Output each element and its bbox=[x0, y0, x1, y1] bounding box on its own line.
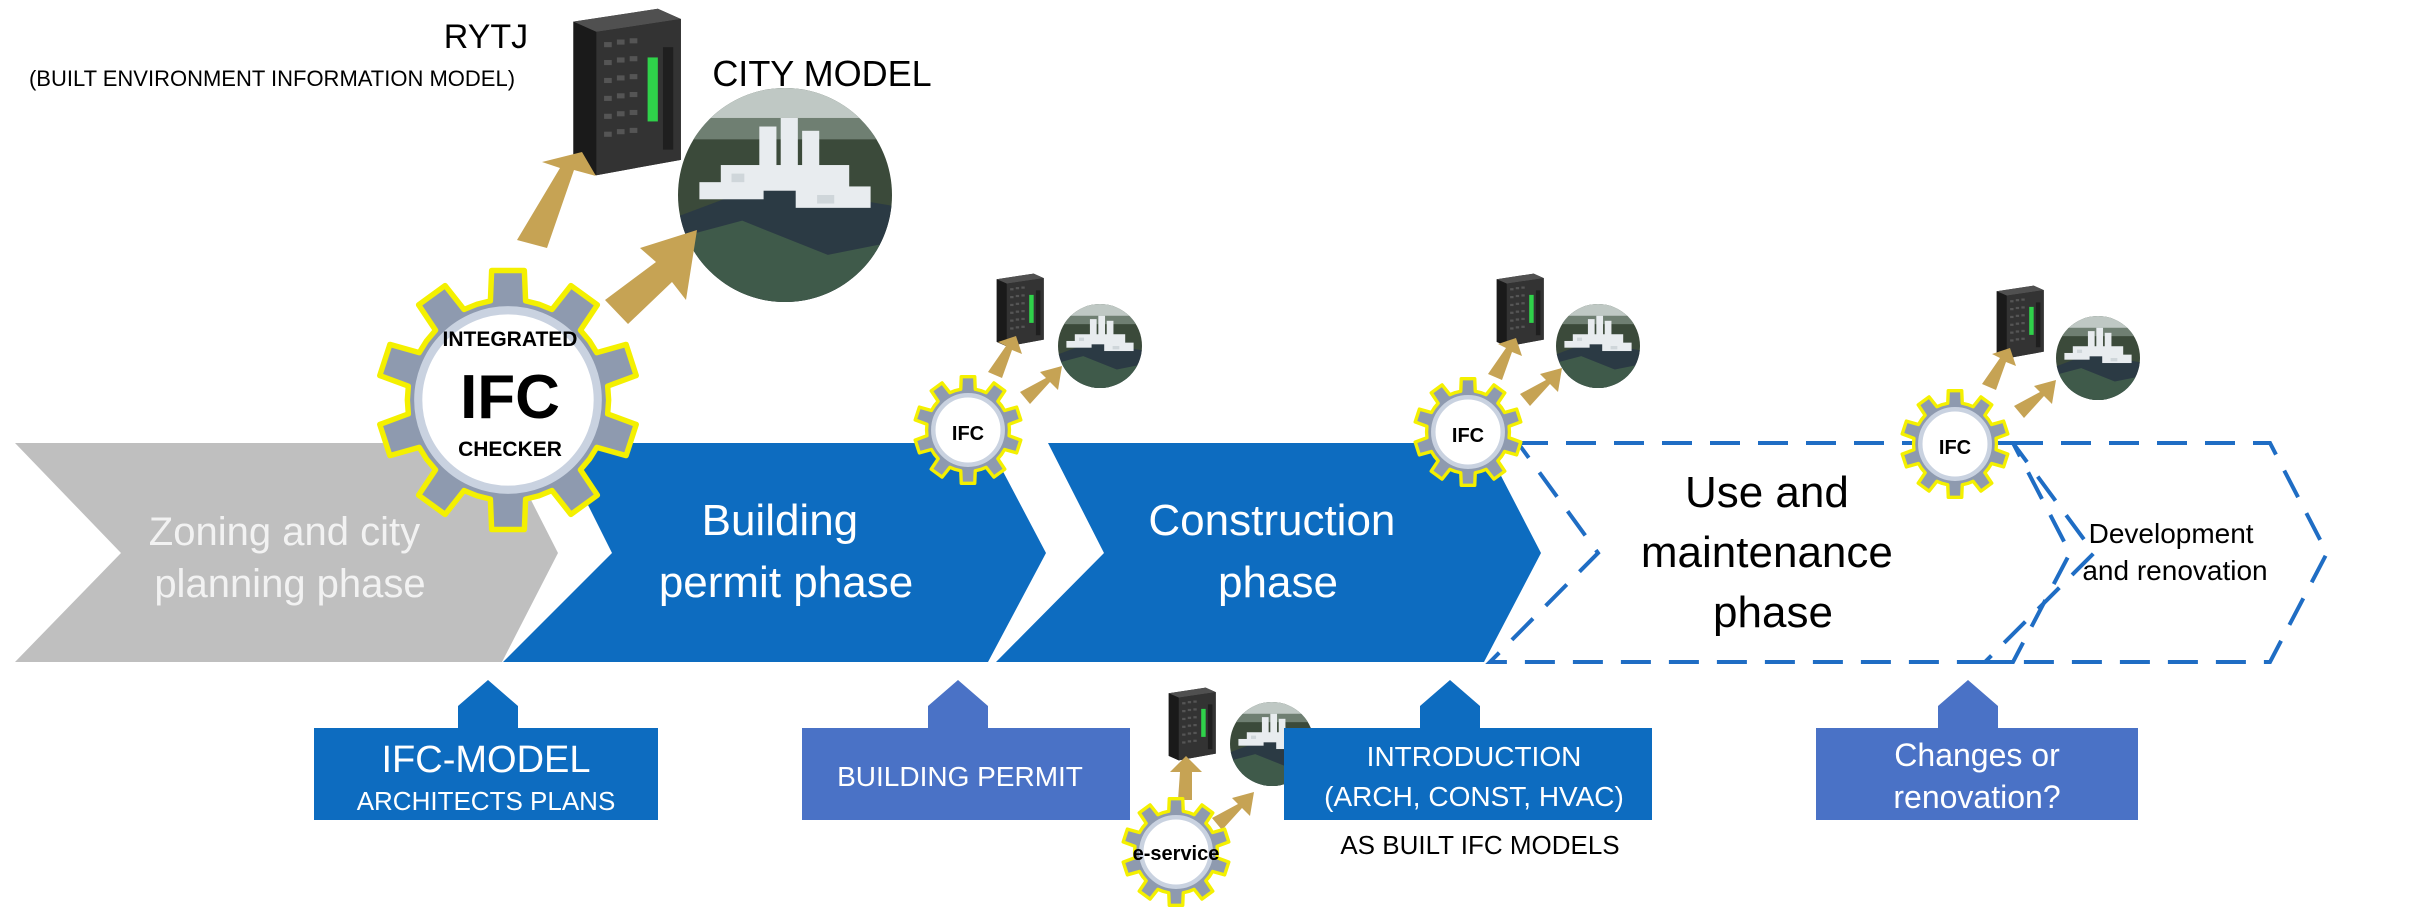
city-model-icon bbox=[2056, 316, 2140, 400]
arrow-to-rytj bbox=[517, 152, 596, 248]
gear-icon bbox=[1121, 796, 1231, 908]
callout-introduction bbox=[1284, 680, 1652, 820]
as-built-label: AS BUILT IFC MODELS bbox=[1340, 830, 1619, 860]
callout-building-permit bbox=[802, 680, 1130, 820]
gear-icon bbox=[913, 374, 1023, 486]
ifc-model-subtitle: ARCHITECTS PLANS bbox=[357, 786, 616, 816]
arrow-small bbox=[1170, 756, 1202, 800]
phase-label-permit: Building permit phase bbox=[659, 496, 913, 607]
phase-arrow-permit bbox=[503, 443, 1046, 662]
city-model-icon bbox=[678, 88, 892, 302]
building-permit-label: BUILDING PERMIT bbox=[837, 761, 1083, 792]
main-gear-line1: INTEGRATED bbox=[443, 328, 578, 351]
gear-label-eservice: e-service bbox=[1133, 843, 1220, 865]
arrow-small bbox=[1982, 348, 2016, 390]
phase-label-use: Use and maintenance phase bbox=[1641, 468, 1905, 637]
arrow-small bbox=[2014, 380, 2056, 418]
gear-label-construction: IFC bbox=[1452, 425, 1484, 447]
changes-line2: renovation? bbox=[1893, 779, 2060, 815]
arrow-small bbox=[1212, 792, 1254, 830]
arrow-to-city bbox=[605, 230, 697, 324]
main-gear-line2: IFC bbox=[460, 363, 560, 432]
arrow-small bbox=[1520, 368, 1562, 406]
arrow-small bbox=[988, 336, 1022, 378]
arrow-small bbox=[1020, 366, 1062, 404]
callout-ifc-model bbox=[314, 680, 658, 820]
arrow-small bbox=[1488, 338, 1522, 380]
introduction-line2: (ARCH, CONST, HVAC) bbox=[1324, 781, 1624, 812]
introduction-line1: INTRODUCTION bbox=[1367, 741, 1582, 772]
gear-icon bbox=[377, 267, 639, 533]
server-icon bbox=[573, 8, 681, 176]
main-gear-line3: CHECKER bbox=[458, 438, 562, 461]
city-model-icon bbox=[1058, 304, 1142, 388]
rytj-subtitle: (BUILT ENVIRONMENT INFORMATION MODEL) bbox=[29, 66, 515, 91]
server-icon bbox=[1996, 285, 2044, 359]
phase-label-construction: Construction phase bbox=[1148, 496, 1407, 607]
phase-label-development: Development and renovation bbox=[2082, 518, 2267, 586]
rytj-title: RYTJ bbox=[444, 18, 528, 56]
ifc-model-title: IFC-MODEL bbox=[382, 739, 591, 781]
city-model-label: CITY MODEL bbox=[712, 53, 931, 94]
callout-changes bbox=[1816, 680, 2138, 820]
server-icon bbox=[1168, 687, 1216, 761]
city-model-icon bbox=[1556, 304, 1640, 388]
phase-arrow-development bbox=[1980, 441, 2330, 664]
phase-label-zoning: Zoning and city planning phase bbox=[149, 510, 431, 606]
server-icon bbox=[1496, 273, 1544, 347]
gear-icon bbox=[1900, 388, 2010, 500]
phase-arrow-construction bbox=[996, 443, 1541, 662]
gear-label-use: IFC bbox=[1939, 437, 1971, 459]
server-icon bbox=[996, 273, 1044, 347]
gear-icon bbox=[1413, 376, 1523, 488]
changes-line1: Changes or bbox=[1894, 737, 2060, 773]
gear-label-permit: IFC bbox=[952, 423, 984, 445]
